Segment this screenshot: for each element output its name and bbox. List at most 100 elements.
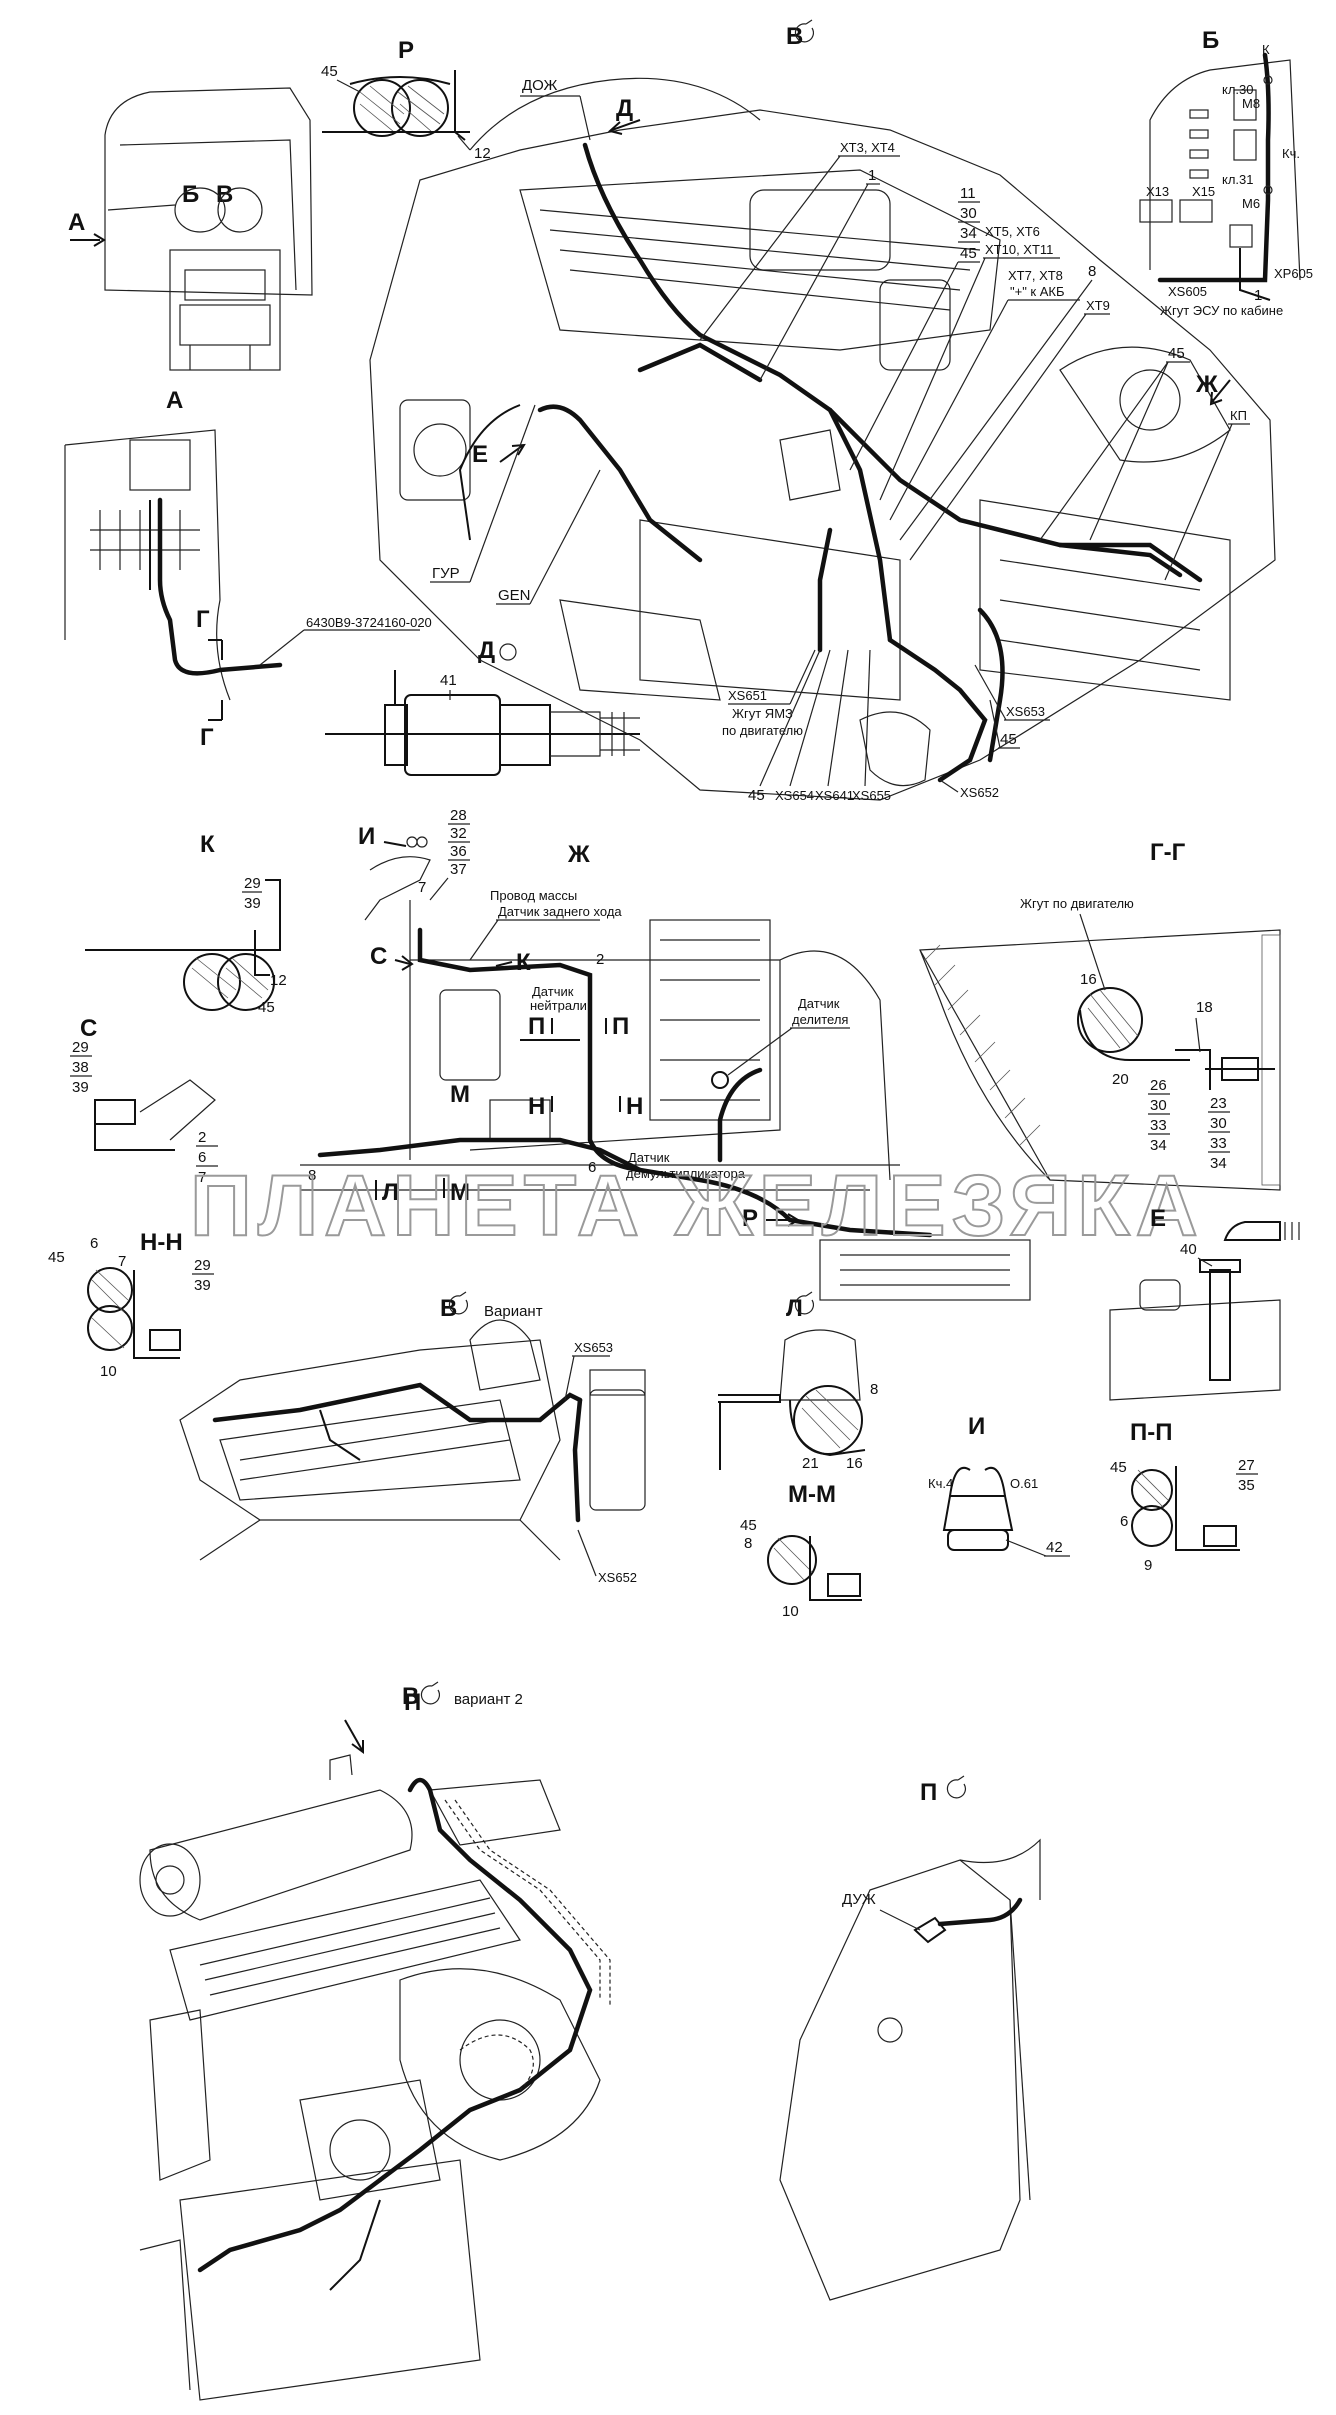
view-pp-title: П-П [1130,1419,1173,1446]
marker-zh: Ж [1195,371,1218,398]
caption-variant: Вариант [484,1303,543,1320]
view-k-title: К [200,831,215,858]
label-kp: КП [1230,408,1247,423]
label-akb: "+" к АКБ [1010,284,1065,299]
marker-g-top: Г [196,606,210,633]
callout-30-gg-b: 30 [1210,1115,1227,1132]
callout-18: 18 [1196,999,1213,1016]
callout-6-pp: 6 [1120,1513,1128,1530]
view-s: С 29 38 39 2 6 7 [70,1015,218,1186]
callout-21: 21 [802,1455,819,1472]
label-dat-delit: Датчик [798,996,840,1011]
view-nn: Н-Н 45 6 7 29 39 10 [48,1229,214,1380]
label-provod-massy: Провод массы [490,888,577,903]
callout-45-upper: 45 [1168,345,1185,362]
callout-29-nn: 29 [194,1257,211,1274]
callout-34-main: 34 [960,225,977,242]
view-a: А Г Г 6430В9-3724160-020 [64,387,432,751]
callout-35: 35 [1238,1477,1255,1494]
marker-p-v2: П [404,1689,421,1716]
callout-12-k: 12 [270,972,287,989]
callout-45-nn: 45 [48,1249,65,1266]
view-r-title: Р [398,37,414,64]
engine-block [369,77,1276,801]
label-xs651: XS651 [728,688,767,703]
view-e-title: Е [1150,1205,1166,1232]
view-gg-title: Г-Г [1150,839,1186,866]
label-neytrali: нейтрали [530,998,587,1013]
marker-b-cab: Б [182,181,199,208]
marker-p-left: П [528,1013,545,1040]
callout-45-r: 45 [321,63,338,80]
callout-8-zh: 8 [308,1167,316,1184]
marker-n-left: Н [528,1093,545,1120]
cab-sketch: А Б В [68,87,313,371]
callout-39-nn: 39 [194,1277,211,1294]
label-xs655: XS655 [852,788,891,803]
callout-34-gg-b: 34 [1210,1155,1227,1172]
label-xs641: XS641 [815,788,854,803]
marker-n-right: Н [626,1093,643,1120]
view-l: Л 8 21 16 [718,1291,878,1472]
label-o61: О.61 [1010,1476,1038,1491]
callout-30-main: 30 [960,205,977,222]
callout-34-gg-a: 34 [1150,1137,1167,1154]
view-d: Д 41 [325,637,640,776]
label-xt3-xt4: ХТ3, ХТ4 [840,140,895,155]
label-gur: ГУР [432,565,460,582]
view-i-title: И [968,1413,985,1440]
label-kch: Кч. [1282,146,1300,161]
caption-variant2: вариант 2 [454,1691,523,1708]
callout-11: 11 [960,185,976,202]
callout-8-mm: 8 [744,1535,752,1552]
view-zh-title: Ж [567,841,590,868]
view-k: К 29 39 12 45 [85,831,287,1016]
view-l-title: Л [786,1295,803,1322]
callout-10-nn: 10 [100,1363,117,1380]
label-kl30: кл.30 [1222,82,1254,97]
callout-1-main: 1 [868,167,876,184]
view-v-variant-title: В [440,1295,457,1322]
marker-m-bottom: М [450,1179,470,1206]
callout-45-k: 45 [258,999,275,1016]
label-x13: Х13 [1146,184,1169,199]
marker-r: Р [742,1205,758,1232]
callout-20: 20 [1112,1071,1129,1088]
label-zhgut-yamz: Жгут ЯМЗ [732,706,793,721]
view-mm-title: М-М [788,1481,836,1508]
callout-6-zh: 6 [588,1159,596,1176]
callout-7-s: 7 [198,1169,206,1186]
marker-s: С [370,943,387,970]
callout-30-gg-a: 30 [1150,1097,1167,1114]
view-b: Б К кл.30 М8 Кч. кл.31 М6 Х13 Х15 XS605 … [1139,27,1313,318]
view-p-title: П [920,1779,937,1806]
label-zhgut-po-dvig: Жгут по двигателю [1020,896,1134,911]
callout-45-pp: 45 [1110,1459,1127,1476]
callout-8-main: 8 [1088,263,1096,280]
view-zh: Ж И 28 32 36 37 7 Провод массы [300,807,1031,1301]
label-xt7-xt8: ХТ7, ХТ8 [1008,268,1063,283]
callout-23: 23 [1210,1095,1227,1112]
view-v-variant2: П В вариант 2 [139,1681,611,2401]
label-xs653: XS653 [1006,704,1045,719]
gearbox-body [300,900,1031,1301]
view-v-variant: В Вариант XS653 XS652 [179,1291,646,1585]
label-dozh: ДОЖ [522,77,557,94]
view-b-title: Б [1202,27,1219,54]
callout-32: 32 [450,825,467,842]
view-v-main: В [369,19,1276,804]
label-po-dvig: по двигателю [722,723,803,738]
view-d-title: Д [478,637,495,664]
view-r: Р 45 12 [321,37,491,162]
callout-27: 27 [1238,1457,1255,1474]
marker-k: К [516,949,531,976]
callout-28: 28 [450,807,467,824]
view-gg: Г-Г Жгут по двигателю 16 18 20 26 30 33 … [919,839,1281,1191]
callout-45-main: 45 [960,245,977,262]
label-gen: GEN [498,587,531,604]
label-k-b: К [1262,42,1270,57]
label-demult: демультипликатора [626,1166,746,1181]
marker-g-bottom: Г [200,724,214,751]
watermark: ПЛАНЕТА ЖЕЛЕЗЯКА [190,1158,1204,1254]
